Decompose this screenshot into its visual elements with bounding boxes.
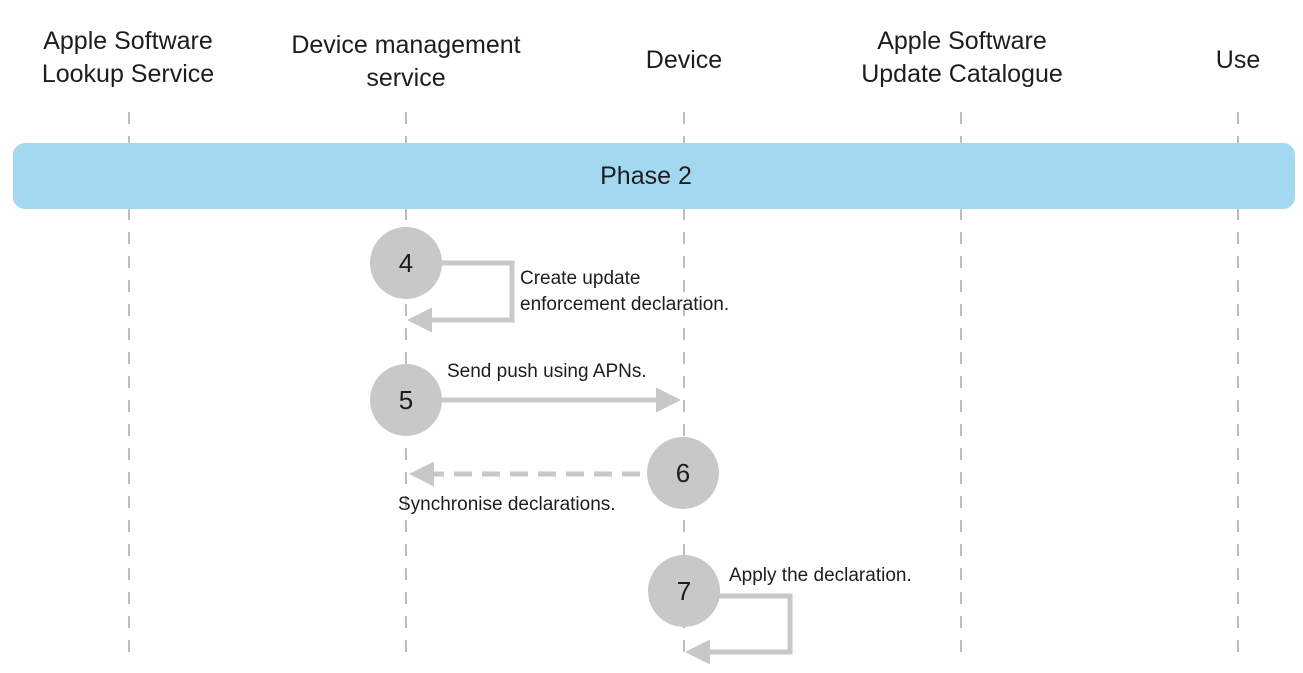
step-4-label-line1: Create update — [520, 268, 640, 289]
step-6-circle — [647, 437, 719, 509]
lane-title-catalogue: Apple Software Update Catalogue — [861, 27, 1063, 88]
step-6-label: Synchronise declarations. — [398, 494, 616, 515]
step-4-label-line2: enforcement declaration. — [520, 294, 729, 315]
step-5-circle — [370, 364, 442, 436]
step-7-circle — [648, 555, 720, 627]
step-4-number: 4 — [399, 248, 413, 278]
step-4-circle — [370, 227, 442, 299]
step-4-arrow — [407, 260, 515, 333]
lane-title-device: Device — [645, 46, 723, 74]
step-6-number: 6 — [676, 458, 690, 488]
step-7-label: Apply the declaration. — [729, 565, 912, 586]
phase-band — [13, 143, 1295, 209]
step-7-number: 7 — [677, 576, 691, 606]
phase-label: Phase 2 — [600, 162, 692, 190]
step-5-number: 5 — [399, 385, 413, 415]
step-5-label: Send push using APNs. — [447, 361, 647, 382]
lane-title-user: Use — [1215, 46, 1261, 74]
lane-title-device-management: Device management service — [291, 31, 521, 92]
step-7-arrow — [685, 593, 793, 665]
lane-title-lookup: Apple Software Lookup Service — [41, 27, 215, 88]
